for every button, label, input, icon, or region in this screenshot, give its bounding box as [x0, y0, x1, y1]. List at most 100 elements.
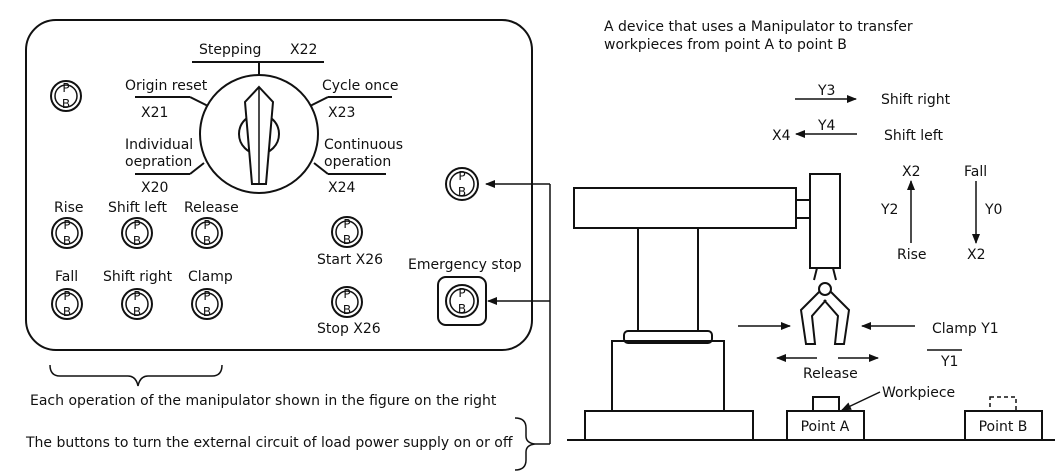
pb-letter-b: B — [63, 234, 71, 248]
label-x2-top: X2 — [902, 164, 921, 180]
label-y4: Y4 — [817, 118, 836, 134]
pb-letter-p: P — [63, 289, 70, 303]
label-stepping: Stepping — [199, 42, 261, 58]
tick-origin — [189, 96, 209, 107]
pb-letter-b: B — [133, 305, 141, 319]
gripper-rod-right — [832, 267, 837, 281]
gripper-rod-left — [813, 267, 818, 281]
label-point-b: Point B — [979, 419, 1028, 435]
operations-brace — [49, 364, 223, 387]
label-x20: X20 — [141, 180, 168, 196]
device-title: A device that uses a Manipulator to tran… — [604, 19, 913, 35]
manipulator-device: A device that uses a Manipulator to tran… — [567, 19, 1055, 441]
mode-selector[interactable]: Stepping X22 Origin reset X21 Cycle once… — [125, 42, 403, 196]
label-fall-dir: Fall — [964, 164, 987, 180]
pb-power-on-button[interactable]: P B — [445, 167, 479, 201]
label-y2: Y2 — [880, 202, 898, 218]
label-x21: X21 — [141, 105, 168, 121]
arm-connector — [795, 199, 811, 219]
pb-start-button[interactable]: P B — [331, 216, 363, 248]
label-clamp-btn: Clamp — [188, 269, 233, 285]
label-x4: X4 — [772, 128, 791, 144]
label-fall: Fall — [55, 269, 78, 285]
pb-shift-right-button[interactable]: P B — [121, 288, 153, 320]
label-release-btn: Release — [184, 200, 239, 216]
robot-column — [637, 227, 699, 332]
label-x24: X24 — [328, 180, 355, 196]
device-title-2: workpieces from point A to point B — [604, 37, 847, 53]
robot-foot — [584, 410, 754, 441]
workpiece-target — [989, 396, 1017, 412]
tick-continuous — [313, 162, 329, 175]
label-stop: Stop X26 — [317, 321, 381, 337]
pb-letter-p: P — [133, 218, 140, 232]
pb-letter-p: P — [343, 287, 350, 301]
label-cycle-once: Cycle once — [322, 78, 398, 94]
label-point-a: Point A — [801, 419, 850, 435]
label-shift-left-dir: Shift left — [884, 128, 943, 144]
label-release-dir: Release — [803, 366, 858, 382]
pb-emergency-stop-button[interactable]: P B — [437, 276, 487, 326]
pb-letter-p: P — [203, 218, 210, 232]
column-collar — [623, 330, 713, 344]
pb-letter-p: P — [458, 286, 465, 300]
label-individual: Individual — [125, 137, 193, 153]
pb-letter-b: B — [203, 234, 211, 248]
gripper-pivot — [818, 282, 832, 296]
pb-origin[interactable]: P B — [50, 80, 82, 112]
label-start: Start X26 — [317, 252, 383, 268]
control-panel: Stepping X22 Origin reset X21 Cycle once… — [25, 19, 533, 351]
label-clamp-y1: Clamp Y1 — [932, 321, 999, 337]
gripper-jaw-right — [823, 290, 851, 345]
robot-base — [611, 340, 725, 412]
label-emergency-stop: Emergency stop — [408, 257, 522, 273]
arm-carriage — [809, 173, 841, 269]
label-rise: Rise — [54, 200, 84, 216]
pb-letter-p: P — [62, 81, 69, 95]
pb-letter-b: B — [62, 97, 70, 111]
label-y0: Y0 — [984, 202, 1002, 218]
pb-letter-p: P — [458, 169, 465, 183]
pb-clamp-button[interactable]: P B — [191, 288, 223, 320]
tick-cycle — [309, 96, 329, 107]
label-origin-reset: Origin reset — [125, 78, 208, 94]
pb-letter-b: B — [343, 233, 351, 247]
pb-letter-b: B — [203, 305, 211, 319]
pb-rise-button[interactable]: P B — [51, 217, 83, 249]
workpiece — [812, 396, 840, 412]
label-x22: X22 — [290, 42, 317, 58]
label-workpiece: Workpiece — [882, 385, 955, 401]
pb-letter-b: B — [343, 303, 351, 317]
pb-shift-left-button[interactable]: P B — [121, 217, 153, 249]
label-rise-dir: Rise — [897, 247, 927, 263]
pb-letter-p: P — [63, 218, 70, 232]
label-individual-2: oepration — [125, 154, 192, 170]
note-operations: Each operation of the manipulator shown … — [30, 393, 497, 409]
label-shift-left: Shift left — [108, 200, 167, 216]
pb-letter-p: P — [343, 217, 350, 231]
label-shift-right: Shift right — [103, 269, 173, 285]
pb-letter-b: B — [458, 302, 466, 316]
pb-letter-p: P — [133, 289, 140, 303]
pb-stop-button[interactable]: P B — [331, 286, 363, 318]
pb-letter-p: P — [203, 289, 210, 303]
robot-arm — [573, 187, 797, 229]
label-x2-bottom: X2 — [967, 247, 986, 263]
note-power: The buttons to turn the external circuit… — [25, 435, 513, 451]
label-continuous: Continuous — [324, 137, 403, 153]
pb-fall-button[interactable]: P B — [51, 288, 83, 320]
pb-letter-b: B — [63, 305, 71, 319]
power-brace — [514, 417, 536, 471]
panel-frame — [25, 19, 533, 351]
label-y1: Y1 — [940, 354, 958, 370]
gripper-jaw-left — [799, 290, 827, 345]
label-continuous-2: operation — [324, 154, 391, 170]
label-shift-right-dir: Shift right — [881, 92, 951, 108]
arrow-workpiece — [841, 391, 881, 411]
pb-letter-b: B — [133, 234, 141, 248]
label-y3: Y3 — [817, 83, 835, 99]
tick-individual — [189, 162, 205, 175]
pb-release-button[interactable]: P B — [191, 217, 223, 249]
